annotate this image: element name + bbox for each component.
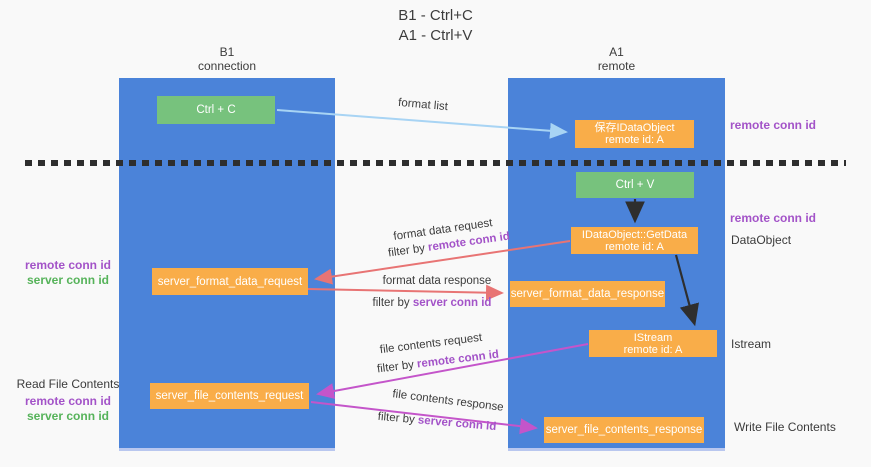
title-line-1: B1 - Ctrl+C [398,7,473,24]
istream-label: IStream [633,331,673,344]
column-b1-name: B1 [219,45,235,59]
right-remote-conn-id-1: remote conn id [730,118,817,132]
left-conn-id-group: remote conn id server conn id [8,258,128,288]
server-file-contents-request-box: server_file_contents_request [150,383,309,409]
dataobject-label: DataObject [731,233,792,247]
ctrl-v-box: Ctrl + V [576,172,694,198]
format-list-label: format list [397,96,449,114]
save-idataobject-label: 保存IDataObject [594,122,675,134]
filter-server-conn-id-2: server conn id [417,414,497,434]
left-server-conn-id-1: server conn id [26,273,110,287]
format-data-response-label: format data response [382,275,492,287]
format-data-response-filter-label: filter by server conn id [367,297,497,309]
file-contents-response-filter-label: filter by server conn id [372,410,503,433]
format-data-response-arrow [307,284,504,301]
read-file-contents-label: Read File Contents [16,377,120,391]
column-header-a1: A1 remote [508,45,725,73]
filter-by-text-1: filter by [387,241,429,260]
column-b1-subtitle: connection [197,59,257,73]
idataobject-getdata-box: IDataObject::GetData remote id: A [571,227,698,254]
istream-box: IStream remote id: A [589,330,717,357]
getdata-remote-id: remote id: A [605,240,664,253]
istream-remote-id: remote id: A [623,343,683,356]
column-a1-name: A1 [609,45,624,59]
column-a1-subtitle: remote [597,59,636,73]
file-contents-response-label: file contents response [391,388,505,414]
column-header-b1: B1 connection [119,45,335,73]
istream-side-label: Istream [731,337,772,351]
diagram-title: B1 - Ctrl+C A1 - Ctrl+V [0,6,871,46]
filter-by-text-4: filter by [377,410,419,427]
left-remote-conn-id-2: remote conn id [24,394,111,408]
save-idataobject-remote-id: remote id: A [605,134,664,146]
server-format-data-request-box: server_format_data_request [152,268,308,295]
left-remote-conn-id-1: remote conn id [24,258,111,272]
write-file-contents-label: Write File Contents [734,420,836,434]
filter-by-text-3: filter by [376,358,418,376]
read-file-contents-group: Read File Contents remote conn id server… [8,377,128,424]
right-remote-conn-id-2: remote conn id [730,211,817,225]
title-line-2: A1 - Ctrl+V [398,27,473,44]
getdata-label: IDataObject::GetData [581,228,688,241]
filter-server-conn-id-1: server conn id [412,297,492,309]
server-file-contents-response-box: server_file_contents_response [544,417,704,443]
filter-by-text-2: filter by [372,297,413,309]
save-idataobject-box: 保存IDataObject remote id: A [575,120,694,148]
left-server-conn-id-2: server conn id [26,409,110,423]
ctrl-c-box: Ctrl + C [157,96,275,124]
filter-remote-conn-id-2: remote conn id [416,348,500,371]
server-format-data-response-box: server_format_data_response [510,281,665,307]
